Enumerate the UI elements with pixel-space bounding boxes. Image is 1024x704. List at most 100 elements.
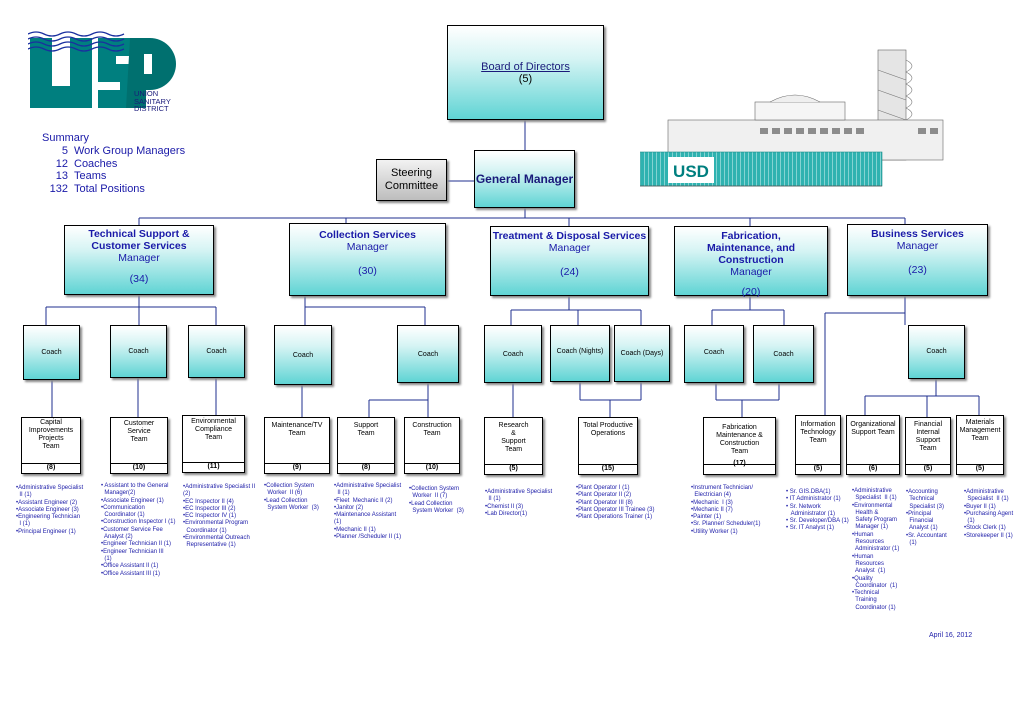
logo-name-line-3: DISTRICT <box>134 104 169 113</box>
team-count-bar: (5) <box>796 464 840 474</box>
chart-date: April 16, 2012 <box>929 632 973 639</box>
team-count: (5) <box>975 465 985 472</box>
team-count: (17) <box>733 460 746 467</box>
positions-information-technology: • Sr. GIS.DBA(1) • IT Administrator (1) … <box>786 489 849 532</box>
team-count: (11) <box>207 463 220 470</box>
team-count-bar: (8) <box>22 463 80 473</box>
coach-label: Coach <box>206 348 227 355</box>
positions-environmental-compliance: •Administrative Specialist II (2) •EC In… <box>183 484 256 549</box>
coach-label: Coach <box>926 348 947 355</box>
steering-committee-box: Steering Committee <box>376 159 447 201</box>
board-title: Board of Directors <box>481 60 570 73</box>
team-count-bar: (15) <box>579 464 637 474</box>
manager-title: Treatment & Disposal Services <box>492 230 647 242</box>
board-count: (5) <box>518 72 533 85</box>
team-count: (10) <box>132 464 146 471</box>
team-name: Capital Improvements Projects Team <box>28 419 74 450</box>
coach-box: Coach <box>110 325 167 378</box>
coach-label: Coach <box>41 349 62 356</box>
team-name: Customer Service Team <box>123 420 155 443</box>
manager-role: Manager <box>118 252 160 264</box>
manager-count: (24) <box>560 266 579 278</box>
team-name: Total Productive Operations <box>583 422 633 437</box>
manager-role: Manager <box>896 240 939 252</box>
team-count-bar: (5) <box>906 464 950 474</box>
manager-box-collection-services: Collection Services Manager (30) <box>289 223 446 296</box>
manager-box-business-services: Business Services Manager (23) <box>847 224 988 296</box>
manager-title: Technical Support & Customer Services <box>88 228 190 252</box>
manager-title: Collection Services <box>319 229 416 241</box>
team-name: Information Technology Team <box>800 421 836 444</box>
coach-box: Coach <box>684 325 744 383</box>
coach-box: Coach <box>274 325 332 385</box>
manager-title: Fabrication, Maintenance, and Constructi… <box>706 230 796 266</box>
team-name: Fabrication Maintenance & Construction T… <box>716 424 763 455</box>
team-name: Research & Support Team <box>498 422 529 453</box>
coach-label: Coach <box>417 350 439 358</box>
team-name: Environmental Compliance Team <box>191 418 236 441</box>
coach-box: Coach <box>23 325 80 380</box>
positions-materials-management: •Administrative Specialist II (1) •Buyer… <box>964 489 1014 539</box>
coach-label: Coach (Days) <box>620 350 664 357</box>
team-box-environmental-compliance: Environmental Compliance Team (11) <box>182 415 245 473</box>
team-count-bar: (8) <box>338 463 394 473</box>
coach-box: Coach <box>484 325 542 383</box>
coach-label: Coach <box>703 349 725 356</box>
manager-title: Business Services <box>871 228 964 240</box>
team-name: Construction Team <box>412 422 452 437</box>
summary-count: 5 <box>61 144 68 157</box>
manager-role: Manager <box>730 266 772 278</box>
logo-name-line-1: UNION <box>134 89 159 98</box>
manager-role: Manager <box>346 241 389 253</box>
team-box-customer-service: Customer Service Team (10) <box>110 417 168 474</box>
team-box-fabrication-maintenance-construction: Fabrication Maintenance & Construction T… <box>703 417 776 475</box>
steering-line-1: Steering <box>391 167 432 179</box>
team-count-bar: (10) <box>111 463 167 473</box>
summary-count: 12 <box>55 157 68 170</box>
usd-logo-graphic <box>27 31 176 108</box>
usd-logo: UNION SANITARY DISTRICT <box>27 28 178 120</box>
coach-box: Coach <box>397 325 459 383</box>
team-name: Organizational Support Team <box>850 421 896 436</box>
positions-total-productive-operations: •Plant Operator I (1) •Plant Operator II… <box>576 485 655 521</box>
general-manager-box: General Manager <box>474 150 575 208</box>
logo-name: UNION SANITARY DISTRICT <box>134 90 171 113</box>
manager-count: (20) <box>741 286 761 298</box>
manager-box-technical-support: Technical Support & Customer Services Ma… <box>64 225 214 295</box>
team-count: (5) <box>923 465 933 472</box>
team-box-information-technology: Information Technology Team (5) <box>795 415 841 475</box>
team-box-capital-improvements: Capital Improvements Projects Team (8) <box>21 417 81 474</box>
team-count: (10) <box>425 464 439 471</box>
manager-box-fabrication-maintenance: Fabrication, Maintenance, and Constructi… <box>674 226 828 298</box>
team-box-support: Support Team (8) <box>337 417 395 474</box>
gm-title: General Manager <box>475 172 574 186</box>
coach-box: Coach <box>188 325 245 378</box>
team-count: (8) <box>361 464 371 471</box>
coach-box: Coach <box>908 325 965 379</box>
logo-name-line-2: SANITARY <box>134 96 171 106</box>
manager-box-treatment-disposal: Treatment & Disposal Services Manager (2… <box>490 226 649 296</box>
svg-text:USD: USD <box>673 162 709 181</box>
coach-box-nights: Coach (Nights) <box>550 325 610 382</box>
team-name: Support Team <box>353 422 379 437</box>
positions-support: •Administrative Specialist II (1) •Fleet… <box>334 483 402 541</box>
team-count: (8) <box>46 464 56 471</box>
coach-label: Coach <box>502 350 524 358</box>
manager-count: (34) <box>129 273 149 285</box>
team-count-bar <box>704 464 775 474</box>
summary-label: Teams <box>74 170 107 183</box>
coach-box: Coach <box>753 325 814 383</box>
positions-maintenance-tv: •Collection System Worker II (6) •Lead C… <box>264 483 319 511</box>
coach-box-days: Coach (Days) <box>614 325 670 382</box>
manager-count: (30) <box>358 265 377 277</box>
steering-line-2: Committee <box>384 180 439 192</box>
team-count-bar: (5) <box>485 464 542 474</box>
team-box-total-productive-operations: Total Productive Operations (15) <box>578 417 638 475</box>
summary-count: 132 <box>49 183 68 196</box>
positions-customer-service: • Assistant to the General Manager(2) •A… <box>101 483 176 577</box>
